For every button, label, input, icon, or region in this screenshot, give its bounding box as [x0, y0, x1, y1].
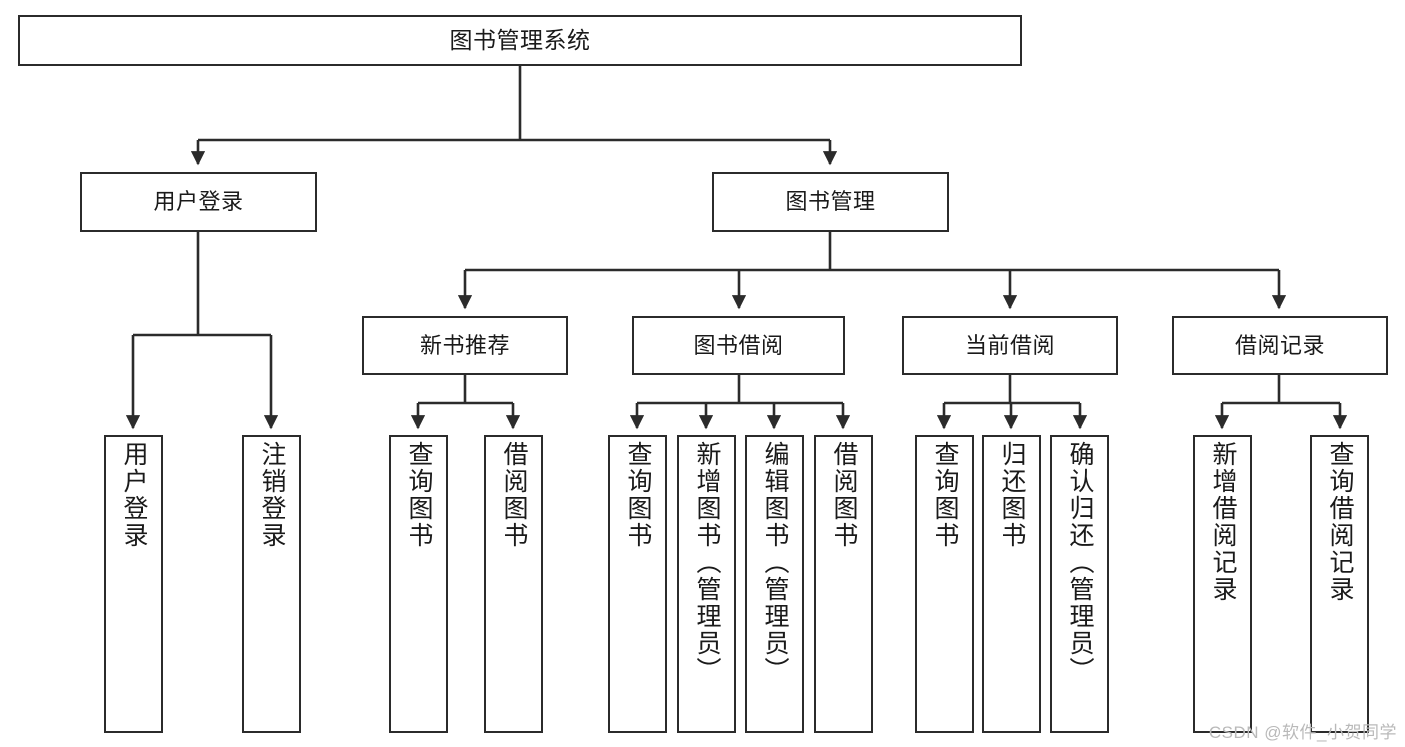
node-root-system[interactable]: 图书管理系统: [18, 15, 1022, 66]
node-label: 新书推荐: [419, 332, 510, 358]
leaf-current-borrow-query[interactable]: 查询图书: [915, 435, 974, 733]
leaf-current-borrow-return[interactable]: 归还图书: [982, 435, 1041, 733]
node-current-borrow[interactable]: 当前借阅: [902, 316, 1118, 375]
node-label: 查询图书: [405, 441, 433, 549]
leaf-new-book-borrow[interactable]: 借阅图书: [484, 435, 543, 733]
leaf-borrow-record-query[interactable]: 查询借阅记录: [1310, 435, 1369, 733]
node-label: 借阅记录: [1234, 332, 1325, 358]
node-label: 图书管理系统: [449, 26, 591, 53]
node-label: 新增图书（管理员）: [693, 441, 721, 684]
node-user-login[interactable]: 用户登录: [80, 172, 317, 232]
node-label: 当前借阅: [964, 332, 1055, 358]
node-label: 用户登录: [153, 189, 244, 215]
leaf-book-borrow-edit[interactable]: 编辑图书（管理员）: [745, 435, 804, 733]
node-label: 借阅图书: [830, 441, 858, 549]
node-book-management[interactable]: 图书管理: [712, 172, 949, 232]
node-label: 查询图书: [624, 441, 652, 549]
node-label: 归还图书: [998, 441, 1026, 549]
node-label: 用户登录: [120, 441, 148, 549]
leaf-book-borrow-query[interactable]: 查询图书: [608, 435, 667, 733]
node-borrow-record[interactable]: 借阅记录: [1172, 316, 1388, 375]
node-label: 查询图书: [931, 441, 959, 549]
node-label: 编辑图书（管理员）: [761, 441, 789, 684]
node-label: 查询借阅记录: [1326, 441, 1354, 603]
leaf-user-login-login[interactable]: 用户登录: [104, 435, 163, 733]
node-label: 确认归还（管理员）: [1066, 441, 1094, 684]
leaf-book-borrow-borrow[interactable]: 借阅图书: [814, 435, 873, 733]
leaf-current-borrow-confirm-return[interactable]: 确认归还（管理员）: [1050, 435, 1109, 733]
csdn-watermark: CSDN @软件_小贺同学: [1208, 723, 1397, 742]
leaf-new-book-query[interactable]: 查询图书: [389, 435, 448, 733]
node-book-borrow[interactable]: 图书借阅: [632, 316, 845, 375]
node-label: 注销登录: [258, 441, 286, 549]
node-label: 借阅图书: [500, 441, 528, 549]
leaf-book-borrow-add[interactable]: 新增图书（管理员）: [677, 435, 736, 733]
node-label: 图书管理: [785, 189, 876, 215]
leaf-user-login-logout[interactable]: 注销登录: [242, 435, 301, 733]
node-label: 图书借阅: [693, 332, 784, 358]
leaf-borrow-record-add[interactable]: 新增借阅记录: [1193, 435, 1252, 733]
node-label: 新增借阅记录: [1209, 441, 1237, 603]
node-new-book-recommend[interactable]: 新书推荐: [362, 316, 568, 375]
